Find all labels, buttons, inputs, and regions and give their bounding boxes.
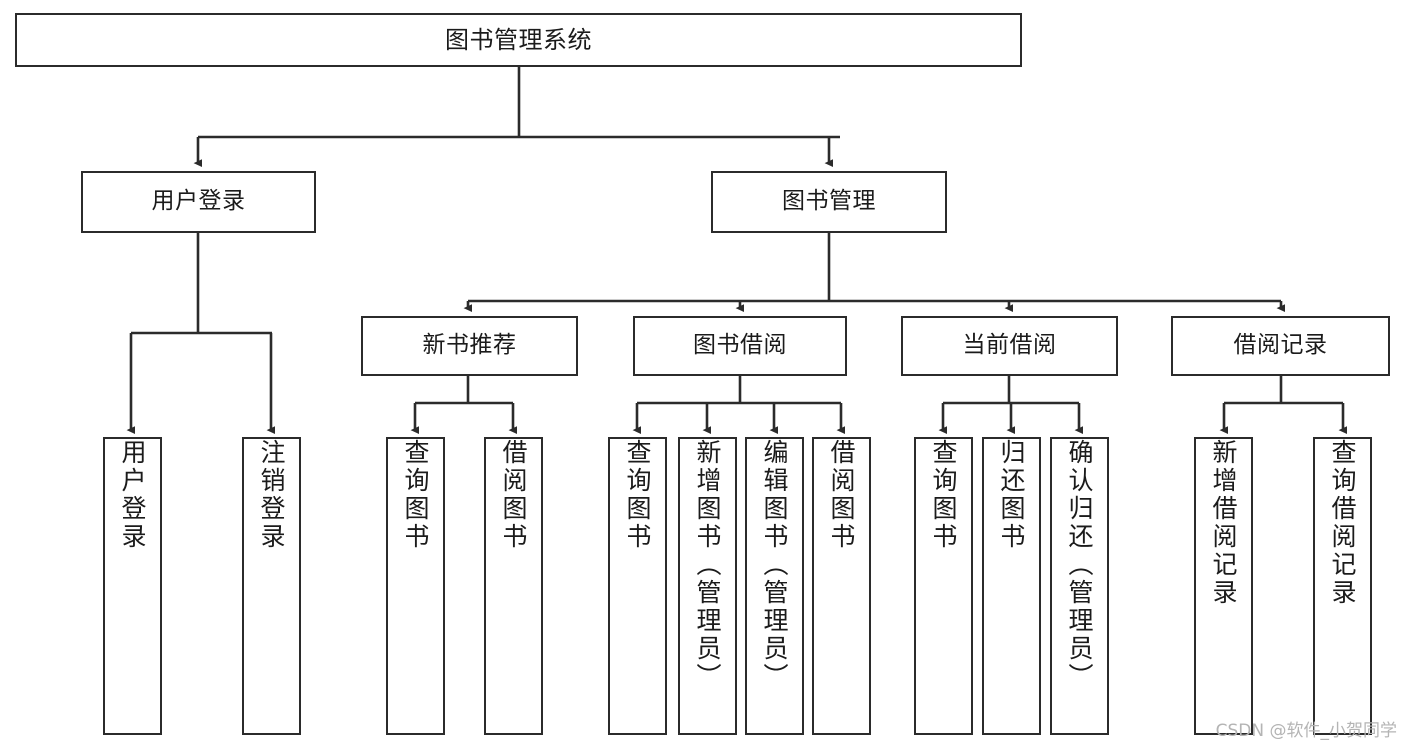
watermark-text: CSDN @软件_小贺同学 xyxy=(1215,721,1397,741)
node-label: 编辑图书（管理员） xyxy=(760,439,789,691)
node-label: 归还图书 xyxy=(997,439,1026,551)
node-label: 新书推荐 xyxy=(422,332,517,359)
leaf-borrow-record-add-record[interactable]: 新增借阅记录 xyxy=(1194,437,1253,735)
leaf-current-borrow-confirm-return-admin[interactable]: 确认归还（管理员） xyxy=(1050,437,1109,735)
node-borrow-record[interactable]: 借阅记录 xyxy=(1171,316,1390,376)
leaf-new-book-query-book[interactable]: 查询图书 xyxy=(386,437,445,735)
leaf-user-login-login[interactable]: 用户登录 xyxy=(103,437,162,735)
leaf-new-book-borrow-book[interactable]: 借阅图书 xyxy=(484,437,543,735)
node-new-book-recommend[interactable]: 新书推荐 xyxy=(361,316,578,376)
node-label: 用户登录 xyxy=(151,188,246,215)
node-label: 借阅图书 xyxy=(499,439,528,551)
leaf-book-borrow-query-book[interactable]: 查询图书 xyxy=(608,437,667,735)
leaf-book-borrow-add-book-admin[interactable]: 新增图书（管理员） xyxy=(678,437,737,735)
node-label: 新增图书（管理员） xyxy=(693,439,722,691)
node-root-book-management-system[interactable]: 图书管理系统 xyxy=(15,13,1022,67)
leaf-book-borrow-edit-book-admin[interactable]: 编辑图书（管理员） xyxy=(745,437,804,735)
node-label: 用户登录 xyxy=(118,439,147,551)
node-label: 借阅图书 xyxy=(827,439,856,551)
leaf-current-borrow-return-book[interactable]: 归还图书 xyxy=(982,437,1041,735)
node-label: 借阅记录 xyxy=(1233,332,1328,359)
leaf-user-login-logout[interactable]: 注销登录 xyxy=(242,437,301,735)
node-current-borrow[interactable]: 当前借阅 xyxy=(901,316,1118,376)
node-label: 查询图书 xyxy=(929,439,958,551)
leaf-book-borrow-borrow-book[interactable]: 借阅图书 xyxy=(812,437,871,735)
node-label: 查询借阅记录 xyxy=(1328,439,1357,607)
node-label: 当前借阅 xyxy=(962,332,1057,359)
node-label: 图书管理系统 xyxy=(445,25,592,54)
node-label: 注销登录 xyxy=(257,439,286,551)
node-label: 新增借阅记录 xyxy=(1209,439,1238,607)
node-label: 图书管理 xyxy=(782,188,876,215)
node-label: 确认归还（管理员） xyxy=(1065,439,1094,691)
node-label: 查询图书 xyxy=(401,439,430,551)
node-book-management[interactable]: 图书管理 xyxy=(711,171,947,233)
node-label: 图书借阅 xyxy=(693,332,787,359)
node-user-login[interactable]: 用户登录 xyxy=(81,171,316,233)
node-book-borrow[interactable]: 图书借阅 xyxy=(633,316,847,376)
leaf-current-borrow-query-book[interactable]: 查询图书 xyxy=(914,437,973,735)
node-label: 查询图书 xyxy=(623,439,652,551)
leaf-borrow-record-query-record[interactable]: 查询借阅记录 xyxy=(1313,437,1372,735)
